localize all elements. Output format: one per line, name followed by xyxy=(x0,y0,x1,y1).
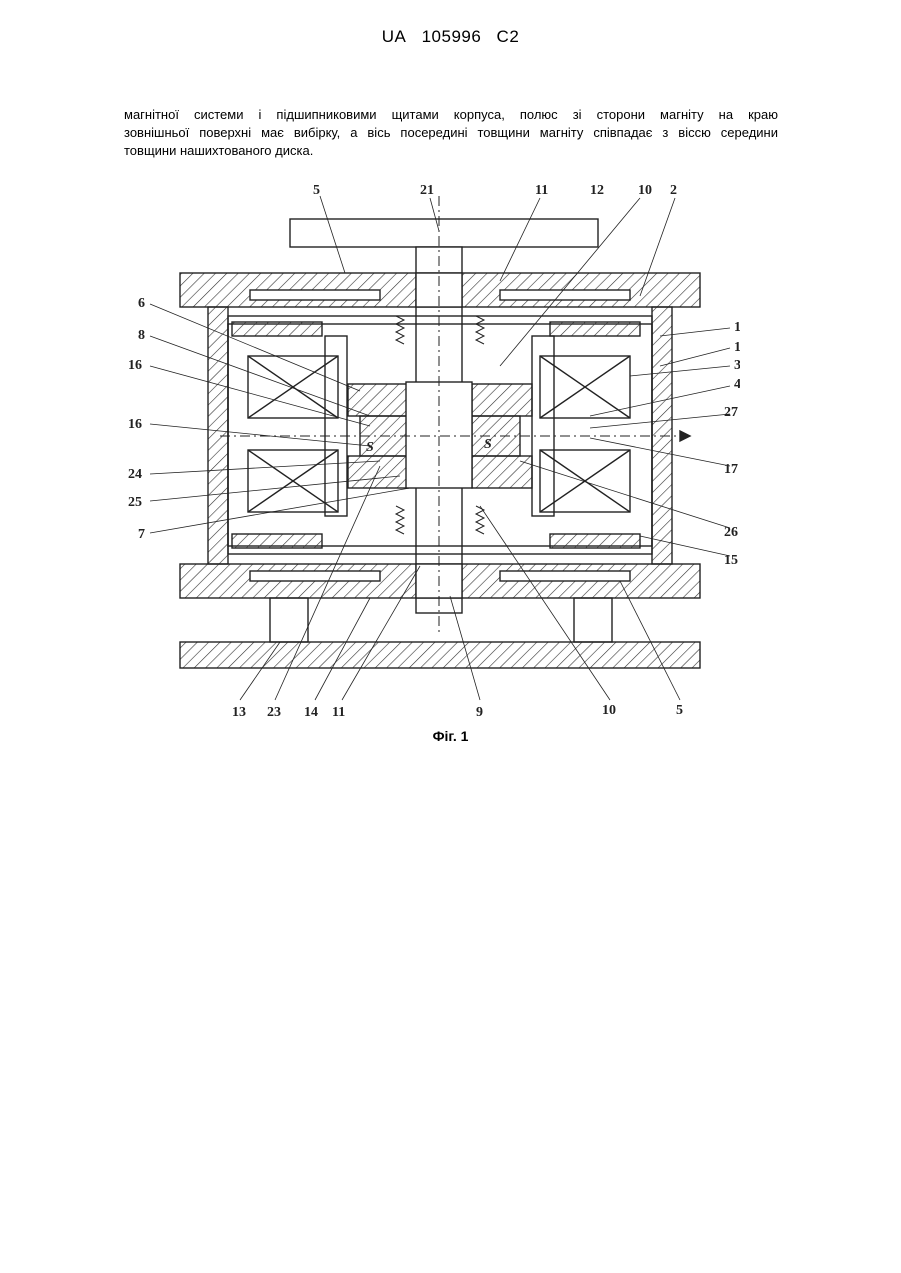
label-bottom: 9 xyxy=(476,705,483,720)
label-pole: S xyxy=(484,437,492,452)
label-right: 4 xyxy=(734,377,740,392)
label-left: 25 xyxy=(128,495,142,510)
label-left: 6 xyxy=(138,296,145,311)
label-bottom: 11 xyxy=(332,705,345,720)
drawing-body xyxy=(150,196,730,700)
label-top: 2 xyxy=(670,183,677,198)
patent-number: 105996 xyxy=(422,27,482,46)
label-bottom: 5 xyxy=(676,703,683,718)
rotor-right-top xyxy=(472,384,532,416)
label-left: 24 xyxy=(128,467,142,482)
body-line: магнітної системи і підшипниковими щитам… xyxy=(124,106,778,124)
body-line: зовнішньої поверхні має вибірку, а вісь … xyxy=(124,124,778,142)
rotor-right-bottom xyxy=(472,456,532,488)
label-right: 17 xyxy=(724,462,738,477)
label-bottom: 10 xyxy=(602,703,616,718)
label-right: 27 xyxy=(724,405,738,420)
label-right: 15 xyxy=(724,553,738,568)
label-right: 15 xyxy=(734,320,740,335)
label-top: 10 xyxy=(638,183,652,198)
label-left: 16 xyxy=(128,358,142,373)
label-right: 3 xyxy=(734,358,740,373)
label-left: 16 xyxy=(128,417,142,432)
label-top: 5 xyxy=(313,183,320,198)
label-pole: S xyxy=(366,440,374,455)
label-top: 11 xyxy=(535,183,548,198)
label-bottom: 14 xyxy=(304,705,318,720)
label-left: 8 xyxy=(138,328,145,343)
label-bottom: 13 xyxy=(232,705,246,720)
patent-kind: C2 xyxy=(497,27,520,46)
technical-drawing: 5 21 11 12 10 2 6 8 16 16 24 25 7 15 1 3… xyxy=(120,176,740,726)
label-top: 12 xyxy=(590,183,604,198)
label-right: 1 xyxy=(734,340,740,355)
label-right: 26 xyxy=(724,525,738,540)
label-left: 7 xyxy=(138,527,145,542)
foot-left xyxy=(270,598,308,642)
pulley xyxy=(290,219,598,247)
label-bottom: 23 xyxy=(267,705,281,720)
body-paragraph: магнітної системи і підшипниковими щитам… xyxy=(124,106,778,160)
label-top: 21 xyxy=(420,183,434,198)
patent-country: UA xyxy=(382,27,407,46)
base-plate xyxy=(180,642,700,668)
body-line: товщини нашихтованого диска. xyxy=(124,142,778,160)
patent-header: UA 105996 C2 xyxy=(0,27,901,47)
foot-right xyxy=(574,598,612,642)
figure-caption: Фіг. 1 xyxy=(0,728,901,744)
